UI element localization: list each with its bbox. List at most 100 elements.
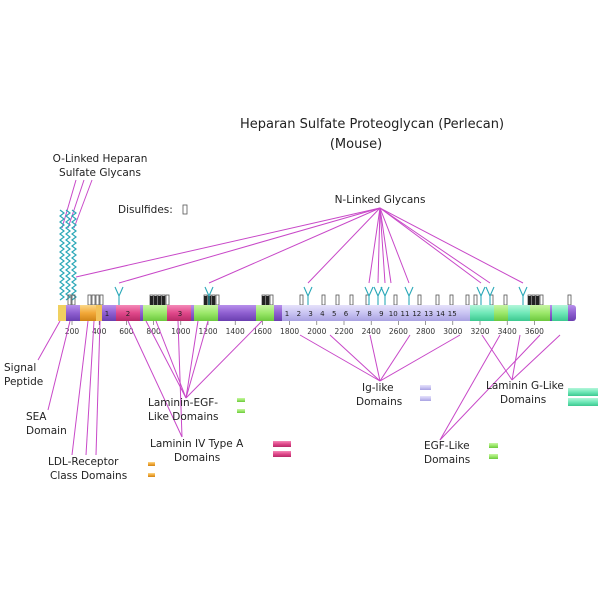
ig-domain-number: 6 <box>344 310 349 318</box>
annotation-line <box>379 334 461 382</box>
annotation-line <box>155 320 187 399</box>
ig-domain-number: 4 <box>320 310 325 318</box>
n-linked-line <box>379 207 386 284</box>
axis-tick-label: 2200 <box>334 327 353 336</box>
annotation-line <box>145 320 187 399</box>
laminin-g-domain <box>508 305 530 321</box>
n-linked-line <box>377 207 381 284</box>
lam-egf-swatch-2 <box>237 409 245 413</box>
n-linked-glycan <box>485 286 495 305</box>
ig-label-2: Domains <box>356 396 402 408</box>
annotation-line <box>511 334 561 381</box>
n-linked-glycan-markers <box>114 286 528 305</box>
n-linked-line <box>379 207 392 284</box>
annotation-line <box>71 320 89 456</box>
egf-swatch-2 <box>489 454 498 459</box>
lam-g-label-1: Laminin G-Like <box>486 380 564 392</box>
axis-tick-label: 2000 <box>307 327 326 336</box>
disulfides-label: Disulfides: <box>118 204 173 216</box>
n-linked-glycan <box>518 286 528 305</box>
lam-g-label-2: Domains <box>500 394 546 406</box>
disulfide-marker <box>87 294 92 306</box>
annotation-line <box>85 320 95 456</box>
egf-like-domain <box>530 305 550 321</box>
disulfide-marker-filled <box>154 296 157 305</box>
lam-egf-swatch <box>237 398 245 402</box>
glycan-chain <box>59 209 65 301</box>
disulfide-marker-filled <box>204 296 207 305</box>
disulfide-marker-filled <box>536 296 539 305</box>
disulfide-marker <box>435 294 440 306</box>
annotation-line <box>439 334 501 441</box>
n-linked-line <box>368 207 381 284</box>
laminin-iv-domain <box>116 305 140 321</box>
annotation-line <box>127 320 183 438</box>
signal-label-2: Peptide <box>4 376 43 388</box>
ig-domain-number: 15 <box>448 310 457 318</box>
axis-tick-label: 3600 <box>525 327 544 336</box>
axis-tick-label: 1400 <box>226 327 245 336</box>
axis-tick-label: 1600 <box>253 327 272 336</box>
diagram-subtitle: (Mouse) <box>330 137 382 152</box>
annotation-line <box>185 320 209 399</box>
laminin-egf-domain <box>143 305 167 321</box>
lam-egf-label-2: Like Domains <box>148 411 219 423</box>
disulfide-marker <box>95 294 100 306</box>
ig-domain-number: 7 <box>356 310 360 318</box>
disulfide-marker-filled <box>532 296 535 305</box>
ig-domain-number: 8 <box>367 310 371 318</box>
signal-label-1: Signal <box>4 362 36 374</box>
laminin-g-domain <box>552 305 568 321</box>
lam-iv-swatch-2 <box>273 451 291 457</box>
ig-swatch-2 <box>420 396 431 401</box>
n-linked-line <box>75 207 381 278</box>
ldl-swatch-2 <box>148 473 155 477</box>
lam-iv-label-2: Domains <box>174 452 220 464</box>
n-linked-glycan <box>476 286 486 305</box>
annotation-line <box>177 320 183 438</box>
sea-domain <box>80 305 96 321</box>
lam-g-swatch-2 <box>568 398 598 406</box>
o-linked-label-1: O-Linked Heparan <box>53 153 148 165</box>
disulfide-marker <box>91 294 96 306</box>
lam-iv-swatch <box>273 441 291 447</box>
ldl-domain <box>96 305 102 321</box>
ig-swatch <box>420 385 431 390</box>
o-linked-glycan-chains <box>59 209 77 301</box>
glycan-chain <box>65 209 71 301</box>
lam-iv-label-1: Laminin IV Type A <box>150 438 244 450</box>
n-linked-line <box>379 207 491 284</box>
n-linked-line <box>118 207 381 284</box>
axis-tick-label: 2400 <box>362 327 381 336</box>
axis-tick-label: 1800 <box>280 327 299 336</box>
annotation-line <box>481 334 513 381</box>
n-linked-glycan <box>303 286 313 305</box>
disulfide-marker-filled <box>150 296 153 305</box>
axis-tick-label: 800 <box>146 327 161 336</box>
ldl-label-1: LDL-Receptor <box>48 456 119 468</box>
annotation-line <box>95 320 101 456</box>
annotation-line <box>369 334 381 382</box>
ig-domain-number: 13 <box>424 310 433 318</box>
disulfide-marker-filled <box>158 296 161 305</box>
n-linked-line <box>379 207 482 284</box>
ig-like-region <box>282 305 472 321</box>
axis-tick-label: 3000 <box>443 327 462 336</box>
annotation-line <box>185 320 199 399</box>
laminin-iv-number: 1 <box>105 310 109 318</box>
n-linked-line <box>379 207 410 284</box>
disulfide-marker <box>503 294 508 306</box>
disulfide-marker <box>349 294 354 306</box>
n-linked-glycan <box>404 286 414 305</box>
ig-domain-number: 5 <box>332 310 336 318</box>
n-linked-line <box>379 207 524 284</box>
disulfide-marker <box>473 294 478 306</box>
legend-swatches <box>148 385 598 477</box>
n-linked-glycan <box>373 286 383 305</box>
disulfide-marker <box>269 294 274 306</box>
n-linked-glycan <box>204 286 214 305</box>
o-linked-line <box>73 179 93 229</box>
egf-like-domain <box>494 305 508 321</box>
